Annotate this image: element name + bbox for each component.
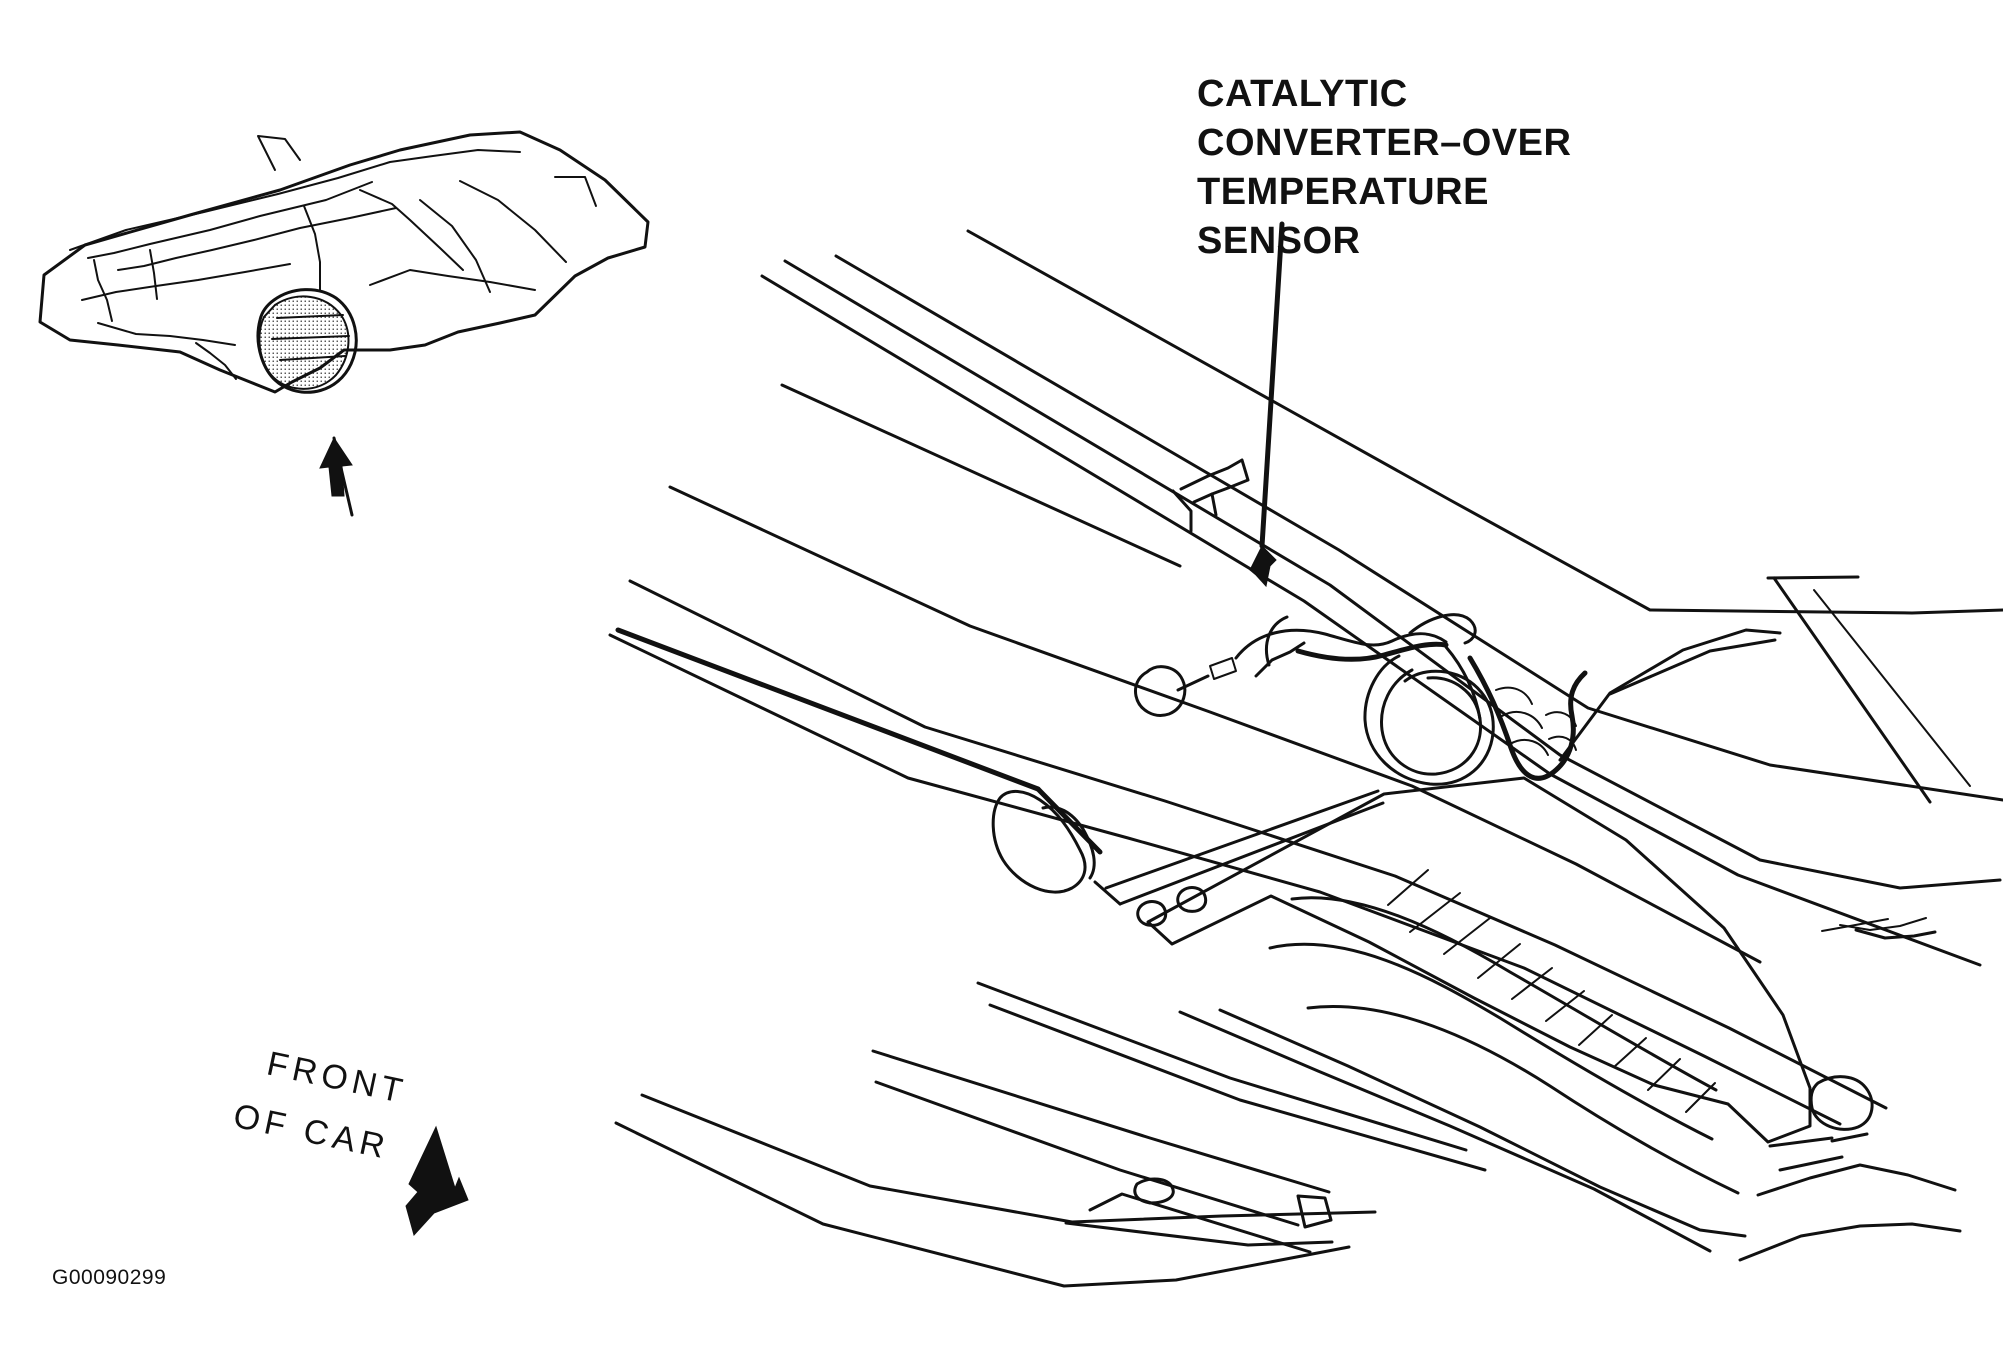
callout-line-4: SENSOR <box>1197 220 1361 262</box>
catalytic-converter-over-temperature-sensor-label: CATALYTIC CONVERTER–OVER TEMPERATURE SEN… <box>1197 70 1617 266</box>
vehicle-underbody-locator-icon <box>38 130 650 517</box>
catalytic-converter <box>1146 776 1962 1262</box>
callout-line-2: CONVERTER–OVER <box>1197 122 1572 164</box>
callout-line-1: CATALYTIC <box>1197 73 1408 115</box>
front-of-car-arrow-icon <box>405 1125 469 1237</box>
underbody-line-art <box>608 229 2003 1288</box>
figure-id: G00090299 <box>52 1266 167 1289</box>
front-label-line-2: OF CAR <box>230 1096 393 1167</box>
callout-line-3: TEMPERATURE <box>1197 171 1489 213</box>
sensor-harness <box>1134 221 1588 786</box>
